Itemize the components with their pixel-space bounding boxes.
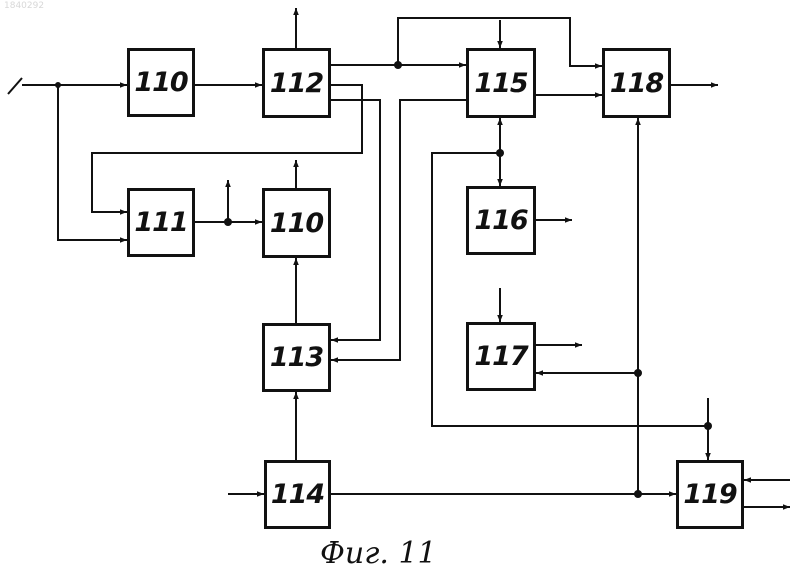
block-111: 111	[127, 188, 195, 257]
block-114: 114	[264, 460, 331, 529]
junction-dot	[224, 218, 232, 226]
wire-115-to-113	[331, 100, 466, 360]
block-115: 115	[466, 48, 536, 118]
junction-dot	[634, 369, 642, 377]
junction-dot	[55, 82, 61, 88]
block-110-top: 110	[127, 48, 195, 117]
junction-dot	[634, 490, 642, 498]
block-119: 119	[676, 460, 744, 529]
junction-dot	[704, 422, 712, 430]
block-112: 112	[262, 48, 331, 118]
block-110-mid: 110	[262, 188, 331, 258]
block-116: 116	[466, 186, 536, 255]
block-117: 117	[466, 322, 536, 391]
block-113: 113	[262, 323, 331, 392]
figure-caption: Фиг. 11	[320, 536, 437, 571]
junction-dot	[496, 149, 504, 157]
wire-112-to-113	[331, 100, 380, 340]
input-terminal-line	[8, 78, 22, 94]
junction-dot	[394, 61, 402, 69]
block-118: 118	[602, 48, 671, 118]
